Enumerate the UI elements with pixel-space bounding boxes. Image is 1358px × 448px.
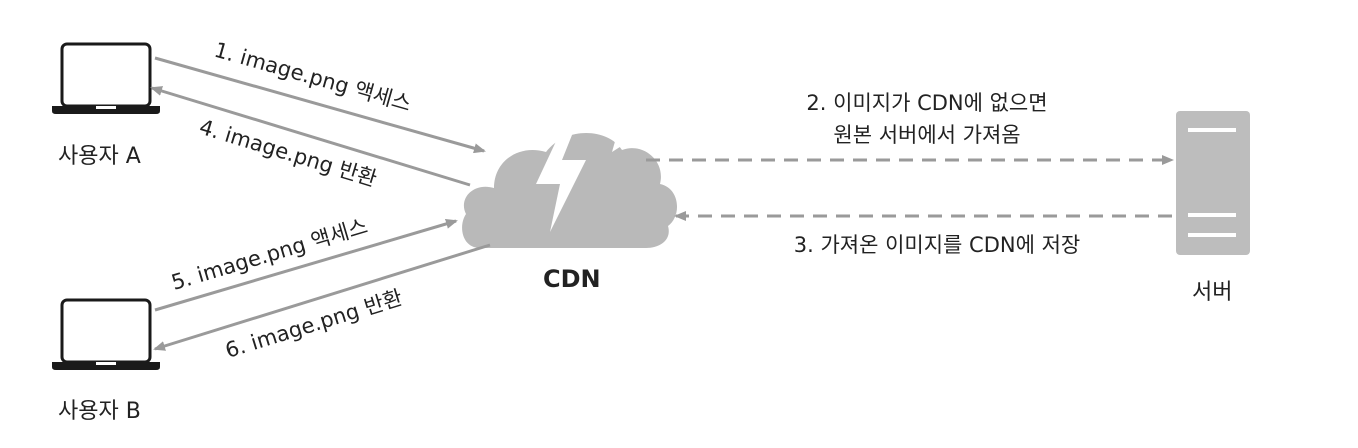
edge-4-label: 4. image.png 반환 — [197, 115, 380, 191]
server-icon — [1176, 111, 1250, 255]
server-label: 서버 — [1192, 280, 1232, 305]
edge-2-label-line2: 원본 서버에서 가져옴 — [833, 123, 1020, 147]
edge-2-label-line1: 2. 이미지가 CDN에 없으면 — [806, 91, 1047, 115]
laptop-icon — [52, 298, 160, 370]
edge-3-label: 3. 가져온 이미지를 CDN에 저장 — [794, 233, 1080, 257]
laptop-icon — [52, 42, 160, 114]
arrow-1-access — [154, 56, 486, 154]
user-a-label: 사용자 A — [58, 144, 141, 169]
arrow-6-return — [153, 243, 491, 351]
cdn-label: CDN — [543, 265, 601, 293]
cloud-icon — [462, 120, 678, 248]
arrow-5-access — [154, 219, 458, 312]
edge-1-label: 1. image.png 액세스 — [212, 38, 414, 116]
edge-6-label: 6. image.png 반환 — [222, 285, 405, 362]
arrow-4-return — [150, 86, 471, 187]
user-b-label: 사용자 B — [58, 399, 141, 424]
